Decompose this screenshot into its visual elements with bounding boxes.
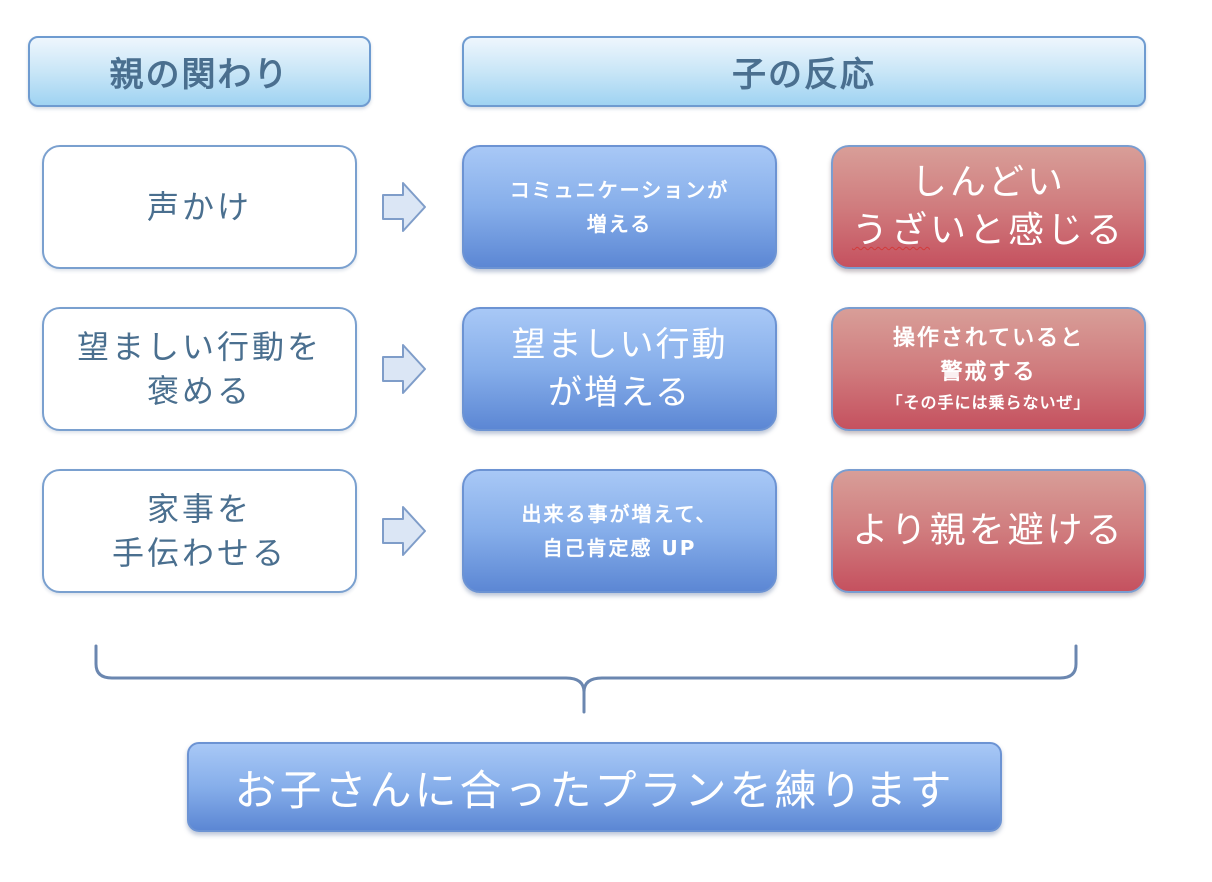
negative-reaction-line: しんどい xyxy=(911,162,1066,203)
positive-reaction-line: 望ましい行動 xyxy=(511,325,728,365)
header-child-reaction: 子の反応 xyxy=(462,36,1146,107)
parent-action-chores: 家事を 手伝わせる xyxy=(42,469,357,593)
positive-reaction-communication: コミュニケーションが 増える xyxy=(462,145,777,269)
conclusion-text: お子さんに合ったプランを練ります xyxy=(234,765,955,815)
negative-reaction-line: 操作されていると xyxy=(892,326,1085,351)
parent-action-line: 褒める xyxy=(146,372,252,410)
right-arrow-icon xyxy=(382,506,426,556)
positive-reaction-line: 増える xyxy=(586,212,653,236)
parent-action-speaking: 声かけ xyxy=(42,145,357,269)
negative-reaction-line-rest: いと感じる xyxy=(930,210,1126,251)
positive-reaction-desired-behavior: 望ましい行動 が増える xyxy=(462,307,777,431)
positive-reaction-line: コミュニケーションが xyxy=(509,178,730,202)
negative-reaction-line-2: うざいと感じる xyxy=(852,207,1125,255)
positive-reaction-line: 自己肯定感 UP xyxy=(542,536,697,560)
right-arrow-icon xyxy=(382,344,426,394)
positive-reaction-self-esteem: 出来る事が増えて、 自己肯定感 UP xyxy=(462,469,777,593)
positive-reaction-line: 出来る事が増えて、 xyxy=(521,502,718,526)
negative-reaction-avoid-parent: より親を避ける xyxy=(831,469,1146,593)
header-parent-involvement: 親の関わり xyxy=(28,36,371,107)
parent-action-line: 手伝わせる xyxy=(111,534,287,572)
conclusion-plan-box: お子さんに合ったプランを練ります xyxy=(187,742,1002,832)
header-parent-label: 親の関わり xyxy=(109,55,290,95)
negative-reaction-annoyed: しんどい うざいと感じる xyxy=(831,145,1146,269)
parent-action-line: 家事を xyxy=(146,490,252,528)
negative-reaction-quote: 「その手には乗らないぜ」 xyxy=(886,393,1091,412)
header-child-label: 子の反応 xyxy=(732,55,876,95)
positive-reaction-line: が増える xyxy=(548,373,691,413)
parent-action-line: 望ましい行動を xyxy=(76,328,322,366)
parent-action-line: 声かけ xyxy=(146,188,252,226)
spellcheck-underlined-word: うざ xyxy=(851,210,930,251)
negative-reaction-line: 警戒する xyxy=(940,360,1037,385)
negative-reaction-wary: 操作されていると 警戒する 「その手には乗らないぜ」 xyxy=(831,307,1146,431)
negative-reaction-line: より親を避ける xyxy=(852,510,1125,551)
parent-action-praise: 望ましい行動を 褒める xyxy=(42,307,357,431)
right-arrow-icon xyxy=(382,182,426,232)
curly-brace xyxy=(94,644,1078,714)
